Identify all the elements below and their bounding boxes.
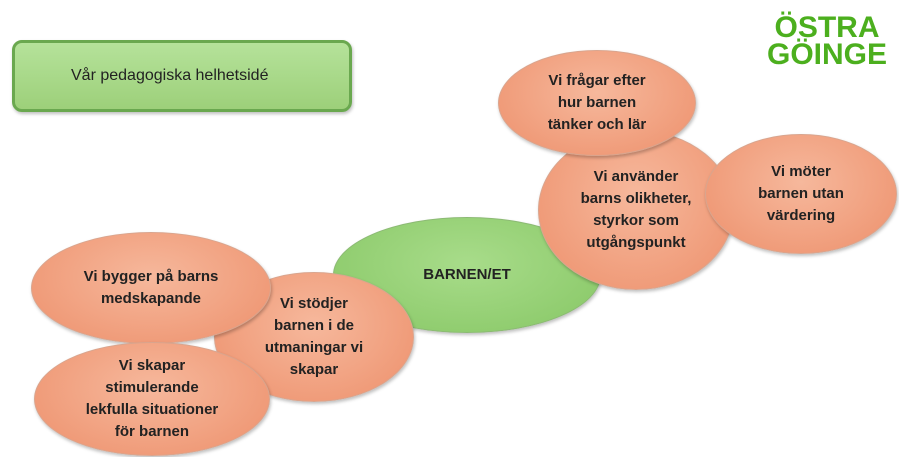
logo-line-2: GÖINGE <box>766 38 887 71</box>
node-anvander-olikheter: Vi använder barns olikheter, styrkor som… <box>538 130 734 290</box>
node-stodjer-barnen-label: Vi stödjer barnen i de utmaningar vi ska… <box>264 295 364 378</box>
center-node-label: BARNEN/ET <box>423 266 511 283</box>
node-moter-barnen-label: Vi möter barnen utan värdering <box>758 163 844 224</box>
node-fragar-efter-label: Vi frågar efter hur barnen tänker och lä… <box>547 72 647 133</box>
node-bygger-pa-barns-label: Vi bygger på barns medskapande <box>83 268 219 307</box>
node-anvander-olikheter-label: Vi använder barns olikheter, styrkor som… <box>580 168 692 251</box>
node-skapar-stimulerande-label: Vi skapar stimulerande lekfulla situatio… <box>85 357 219 440</box>
ostra-goinge-logo: ÖSTRA GÖINGE <box>764 11 890 71</box>
node-moter-barnen: Vi möter barnen utan värdering <box>705 134 897 254</box>
node-skapar-stimulerande: Vi skapar stimulerande lekfulla situatio… <box>34 342 270 456</box>
page-title-box: Vår pedagogiska helhetsidé <box>12 40 352 112</box>
logo-line-1: ÖSTRA <box>774 11 880 44</box>
page-title: Vår pedagogiska helhetsidé <box>71 67 269 84</box>
node-fragar-efter: Vi frågar efter hur barnen tänker och lä… <box>498 50 696 156</box>
node-bygger-pa-barns: Vi bygger på barns medskapande <box>31 232 271 344</box>
